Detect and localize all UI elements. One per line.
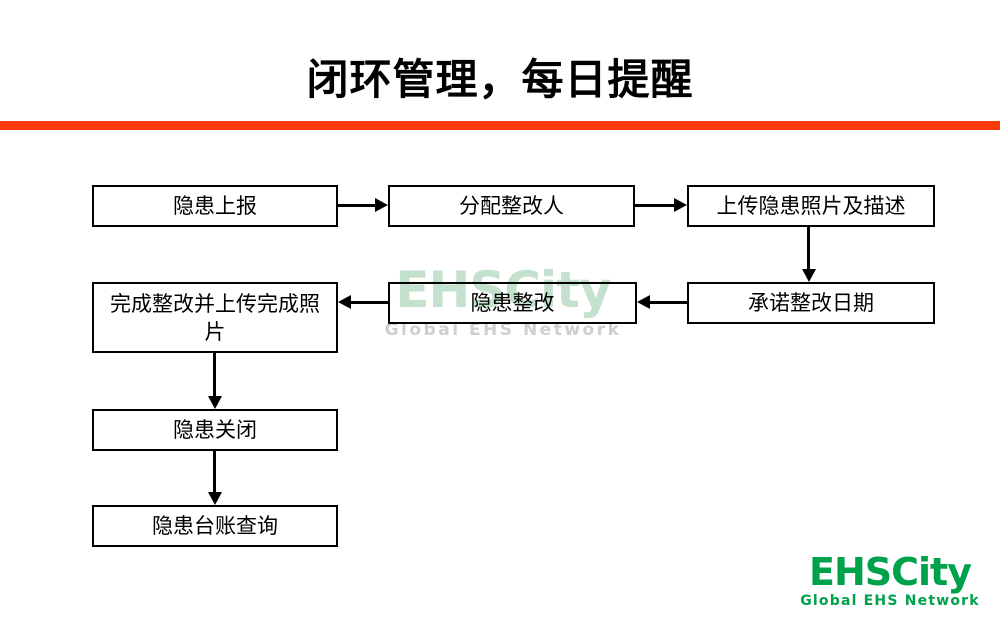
- flow-edge-complete-to-closed: [213, 353, 216, 396]
- ehscity-logo: EHSCity Global EHS Network: [790, 552, 990, 610]
- logo-tagline: Global EHS Network: [800, 593, 980, 609]
- flow-arrowhead-date-to-rectification: [637, 295, 650, 309]
- flow-node-hazard-closed[interactable]: 隐患关闭: [92, 409, 338, 451]
- flow-arrowhead-rectification-to-complete: [338, 295, 351, 309]
- page-title: 闭环管理，每日提醒: [306, 55, 694, 104]
- flow-edge-upload-to-date: [807, 227, 810, 269]
- flow-arrowhead-report-to-assign: [375, 198, 388, 212]
- flow-node-upload-photo-description[interactable]: 上传隐患照片及描述: [687, 185, 935, 227]
- flow-edge-closed-to-ledger: [213, 451, 216, 492]
- flow-arrowhead-closed-to-ledger: [208, 492, 222, 505]
- title-divider-rule: [0, 121, 1000, 130]
- flow-edge-rectification-to-complete: [351, 301, 388, 304]
- flow-node-hazard-report[interactable]: 隐患上报: [92, 185, 338, 227]
- flow-edge-report-to-assign: [338, 204, 375, 207]
- flow-arrowhead-complete-to-closed: [208, 396, 222, 409]
- flow-node-assign-rectifier[interactable]: 分配整改人: [388, 185, 635, 227]
- flow-node-hazard-ledger-query[interactable]: 隐患台账查询: [92, 505, 338, 547]
- flow-edge-date-to-rectification: [650, 301, 687, 304]
- flow-node-hazard-rectification[interactable]: 隐患整改: [388, 282, 637, 324]
- flow-arrowhead-upload-to-date: [802, 269, 816, 282]
- logo-wordmark: EHSCity: [809, 550, 972, 594]
- flow-edge-assign-to-upload: [635, 204, 674, 207]
- flow-arrowhead-assign-to-upload: [674, 198, 687, 212]
- flow-node-complete-and-upload-photo[interactable]: 完成整改并上传完成照片: [92, 282, 338, 353]
- flow-node-promised-date[interactable]: 承诺整改日期: [687, 282, 935, 324]
